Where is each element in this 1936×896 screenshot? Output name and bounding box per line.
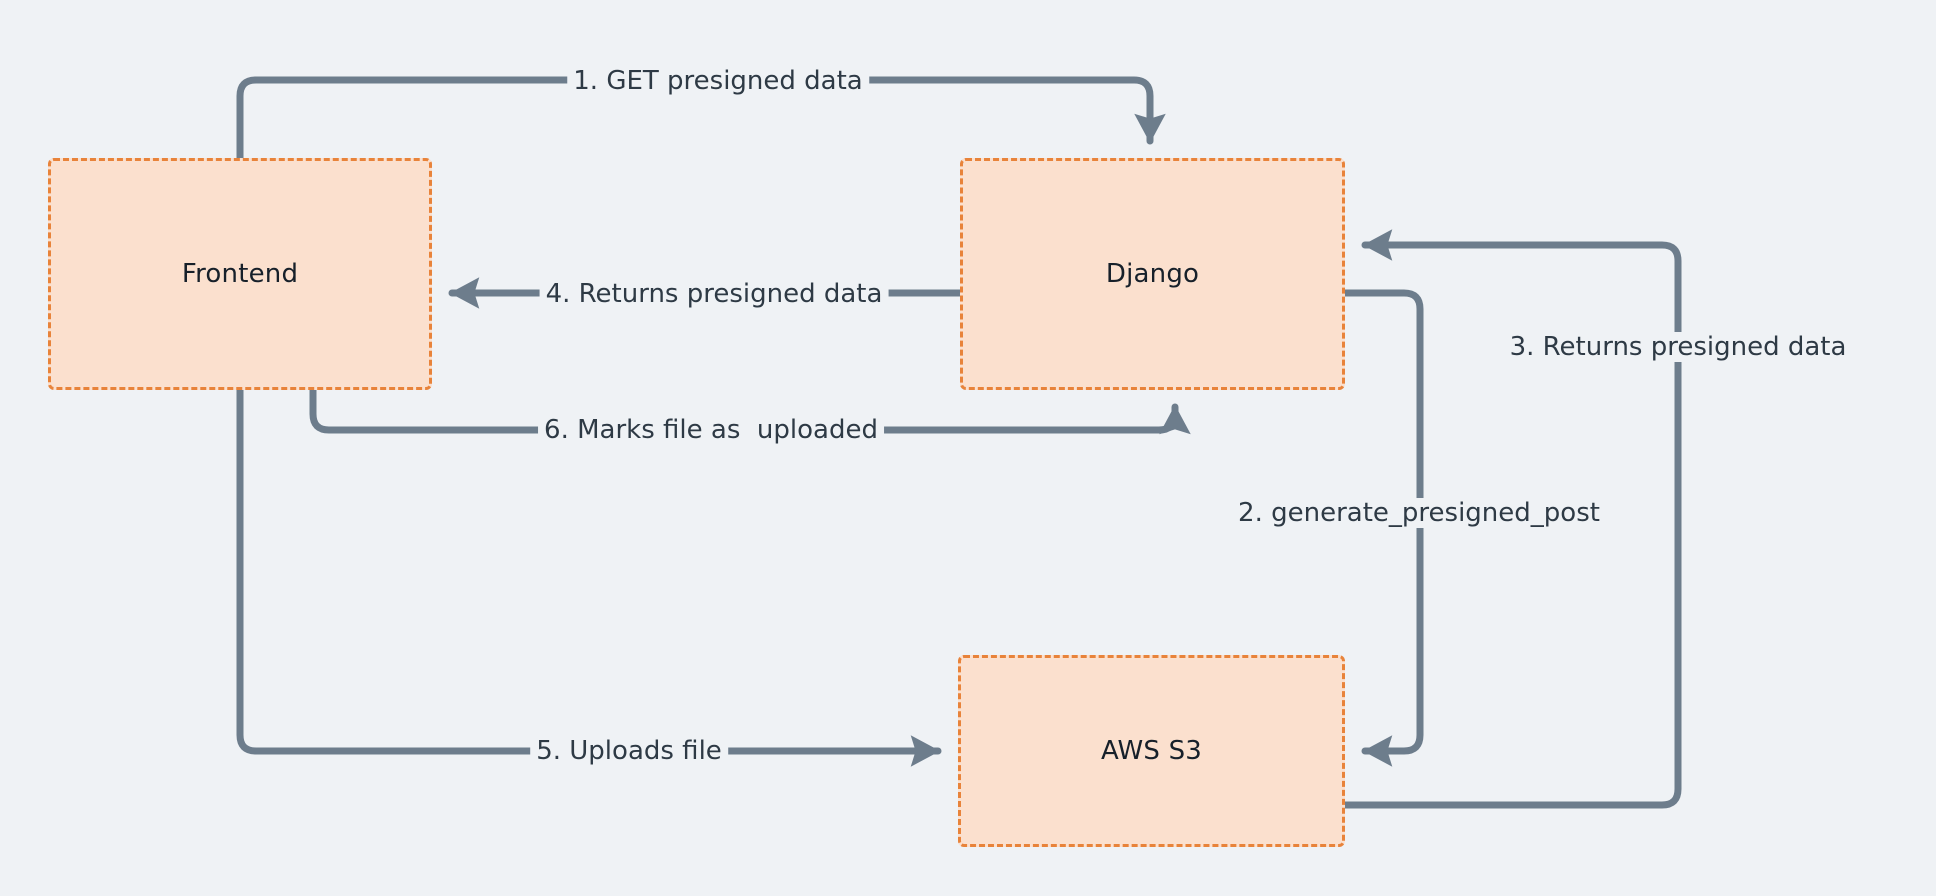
- edge-label-2-generate-presigned-post: 2. generate_presigned_post: [1232, 498, 1606, 528]
- edge-label-6-marks-file-as-uploaded: 6. Marks file as uploaded: [538, 415, 884, 445]
- node-aws-s3-label: AWS S3: [1100, 736, 1203, 766]
- edge-label-1-get-presigned-data: 1. GET presigned data: [567, 66, 869, 96]
- edge-label-4-returns-presigned-data: 4. Returns presigned data: [539, 279, 889, 309]
- node-frontend[interactable]: Frontend: [48, 158, 432, 390]
- edge-label-5-uploads-file: 5. Uploads file: [530, 736, 728, 766]
- edge-path-3-returns-presigned-data: [1341, 229, 1682, 809]
- edge-path-5-uploads-file: [236, 386, 942, 767]
- node-frontend-label: Frontend: [181, 259, 299, 289]
- node-django[interactable]: Django: [960, 158, 1345, 390]
- node-aws-s3[interactable]: AWS S3: [958, 655, 1345, 847]
- edge-label-3-returns-presigned-data: 3. Returns presigned data: [1503, 332, 1853, 362]
- node-django-label: Django: [1105, 259, 1200, 289]
